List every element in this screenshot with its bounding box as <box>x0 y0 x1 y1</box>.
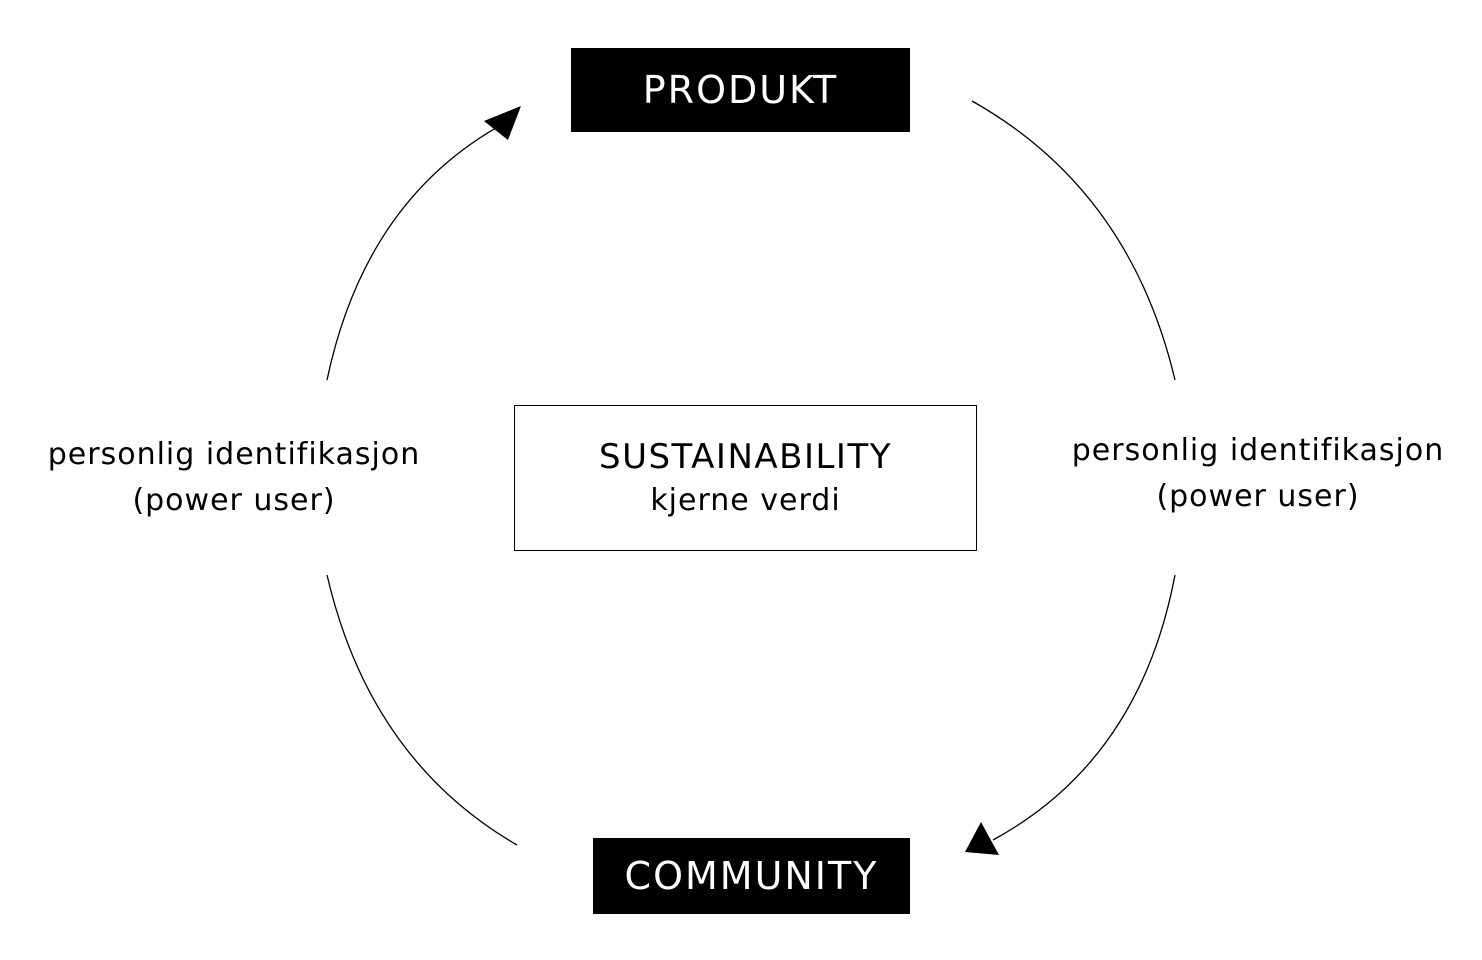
arc-left-upper <box>326 123 504 381</box>
edge-label-right-line2: (power user) <box>1156 479 1360 514</box>
edge-label-left: personlig identifikasjon (power user) <box>24 432 444 524</box>
edge-label-left-line2: (power user) <box>132 483 336 518</box>
node-community-label: COMMUNITY <box>624 854 879 898</box>
core-title: SUSTAINABILITY <box>598 437 893 477</box>
edge-label-right: personlig identifikasjon (power user) <box>1048 428 1468 520</box>
node-community: COMMUNITY <box>593 838 910 914</box>
arc-right-upper <box>971 100 1176 381</box>
arc-left-lower <box>326 574 518 846</box>
arc-right-lower <box>992 574 1176 841</box>
node-produkt-label: PRODUKT <box>642 68 839 112</box>
arrowhead-to-community <box>965 822 999 855</box>
node-produkt: PRODUKT <box>571 48 910 132</box>
edge-label-left-line1: personlig identifikasjon <box>47 437 421 472</box>
arrowhead-to-produkt <box>484 106 521 140</box>
edge-label-right-line1: personlig identifikasjon <box>1071 433 1445 468</box>
core-subtitle: kjerne verdi <box>650 483 841 518</box>
node-sustainability: SUSTAINABILITY kjerne verdi <box>514 405 977 551</box>
